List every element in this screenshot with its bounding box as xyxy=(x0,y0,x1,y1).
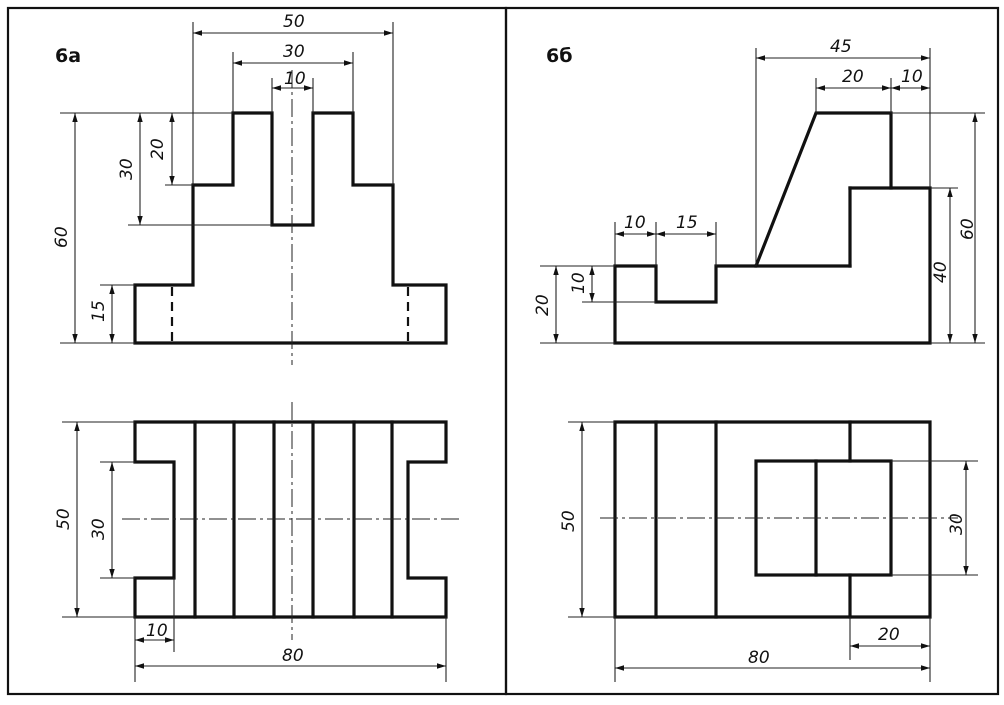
dim-a-30-text: 30 xyxy=(283,42,305,62)
dim-a-plan-50-text: 50 xyxy=(54,508,74,530)
dim-b-45-text: 45 xyxy=(830,37,852,57)
dim-b-left-10-text: 10 xyxy=(569,272,589,294)
dim-a-60-text: 60 xyxy=(52,226,72,248)
dim-a-plan-30-text: 30 xyxy=(89,518,109,540)
dim-b-left-20-text: 20 xyxy=(533,294,553,316)
dim-a-10-text: 10 xyxy=(284,69,306,89)
dim-a-30v-text: 30 xyxy=(117,158,137,180)
dim-b-plan-30-text: 30 xyxy=(947,513,967,535)
part-b-front-outline xyxy=(613,111,932,345)
dim-a-20-text: 20 xyxy=(148,138,168,160)
panel-a-frame xyxy=(6,6,508,696)
panel-a-label: 6а xyxy=(55,45,81,67)
part-b-plan-outline xyxy=(613,420,932,619)
dim-b-step-10-text: 10 xyxy=(624,213,646,233)
dim-b-10-text: 10 xyxy=(901,67,923,87)
part-a-front-outline xyxy=(133,111,448,345)
dim-b-20-text: 20 xyxy=(842,67,864,87)
dim-a-plan-10-text: 10 xyxy=(146,621,168,641)
dim-a-50-text: 50 xyxy=(283,12,305,32)
panel-b-frame xyxy=(504,6,1000,696)
dim-b-right-60-text: 60 xyxy=(958,218,978,240)
dim-a-plan-80-text: 80 xyxy=(282,646,304,666)
panel-b-label: 6б xyxy=(546,45,573,67)
dim-b-plan-80-text: 80 xyxy=(748,648,770,668)
dim-b-plan-20-text: 20 xyxy=(878,625,900,645)
dim-b-step-15-text: 15 xyxy=(676,213,698,233)
dim-b-plan-50-text: 50 xyxy=(559,510,579,532)
dim-b-right-40-text: 40 xyxy=(931,261,951,283)
dim-a-15-text: 15 xyxy=(89,300,109,322)
